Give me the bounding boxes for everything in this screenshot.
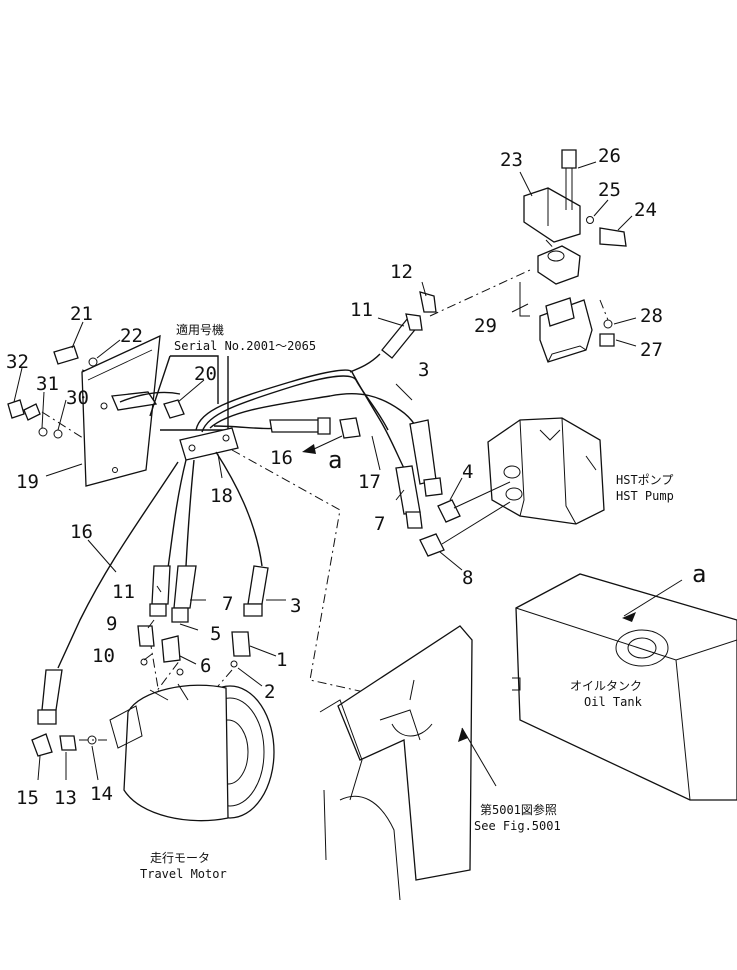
callout-6: 6: [200, 655, 211, 677]
callout-12: 12: [390, 261, 413, 283]
bracket-plate: [7, 334, 185, 487]
callout-7: 7: [374, 513, 385, 535]
callout-29: 29: [474, 315, 497, 337]
callout-2: 2: [264, 681, 275, 703]
marker-a: a: [692, 560, 706, 588]
ref-label-jp: 第5001図参照: [480, 802, 557, 817]
callout-31: 31: [36, 373, 59, 395]
callout-14: 14: [90, 783, 113, 805]
callout-23: 23: [500, 149, 523, 171]
callout-numbers: 1 2 3 3 4 5 6 7 7 8 9 10 11 11 12 13 14 …: [6, 145, 663, 809]
callout-10: 10: [92, 645, 115, 667]
callout-17: 17: [358, 471, 381, 493]
callout-24: 24: [634, 199, 657, 221]
text-labels: 適用号機 Serial No.2001～2065 HSTポンプ HST Pump…: [140, 322, 674, 881]
callout-25: 25: [598, 179, 621, 201]
fittings-lower: [31, 625, 251, 757]
hose-ends-lower: [37, 565, 269, 725]
motor-label-jp: 走行モータ: [150, 851, 210, 865]
callout-3: 3: [418, 359, 429, 381]
callout-32: 32: [6, 351, 29, 373]
travel-motor: [109, 683, 275, 822]
callout-9: 9: [106, 613, 117, 635]
oil-tank-label-jp: オイルタンク: [570, 679, 642, 693]
callout-16: 16: [70, 521, 93, 543]
hose-lines: [57, 369, 425, 669]
manifold-block: [179, 427, 239, 461]
machine-frame: [319, 625, 473, 901]
view-markers: a a: [328, 446, 706, 588]
oil-tank-label-en: Oil Tank: [584, 695, 643, 709]
marker-a: a: [328, 446, 342, 474]
callout-11: 11: [350, 299, 373, 321]
motor-label-en: Travel Motor: [140, 867, 227, 881]
callout-20: 20: [194, 363, 217, 385]
callout-27: 27: [640, 339, 663, 361]
callout-4: 4: [462, 461, 473, 483]
arrows: [302, 435, 636, 742]
serial-label-en: Serial No.2001～2065: [174, 339, 316, 353]
valve-assembly: [519, 149, 627, 363]
callout-8: 8: [462, 567, 473, 589]
oil-tank: [512, 573, 737, 801]
leader-lines: [13, 161, 683, 787]
hose-ends-upper: [269, 417, 511, 557]
callout-22: 22: [120, 325, 143, 347]
callout-18: 18: [210, 485, 233, 507]
hose-11-upper: [349, 291, 437, 373]
serial-label-jp: 適用号機: [176, 322, 224, 337]
callout-19: 19: [16, 471, 39, 493]
callout-7: 7: [222, 593, 233, 615]
callout-30: 30: [66, 387, 89, 409]
callout-5: 5: [210, 623, 221, 645]
hst-pump-label-jp: HSTポンプ: [616, 473, 673, 487]
callout-3: 3: [290, 595, 301, 617]
hst-pump: [487, 417, 605, 525]
callout-16: 16: [270, 447, 293, 469]
callout-28: 28: [640, 305, 663, 327]
callout-11: 11: [112, 581, 135, 603]
hst-pump-label-en: HST Pump: [616, 489, 674, 503]
callout-26: 26: [598, 145, 621, 167]
callout-1: 1: [276, 649, 287, 671]
callout-21: 21: [70, 303, 93, 325]
callout-15: 15: [16, 787, 39, 809]
ref-label-en: See Fig.5001: [474, 819, 561, 833]
callout-13: 13: [54, 787, 77, 809]
